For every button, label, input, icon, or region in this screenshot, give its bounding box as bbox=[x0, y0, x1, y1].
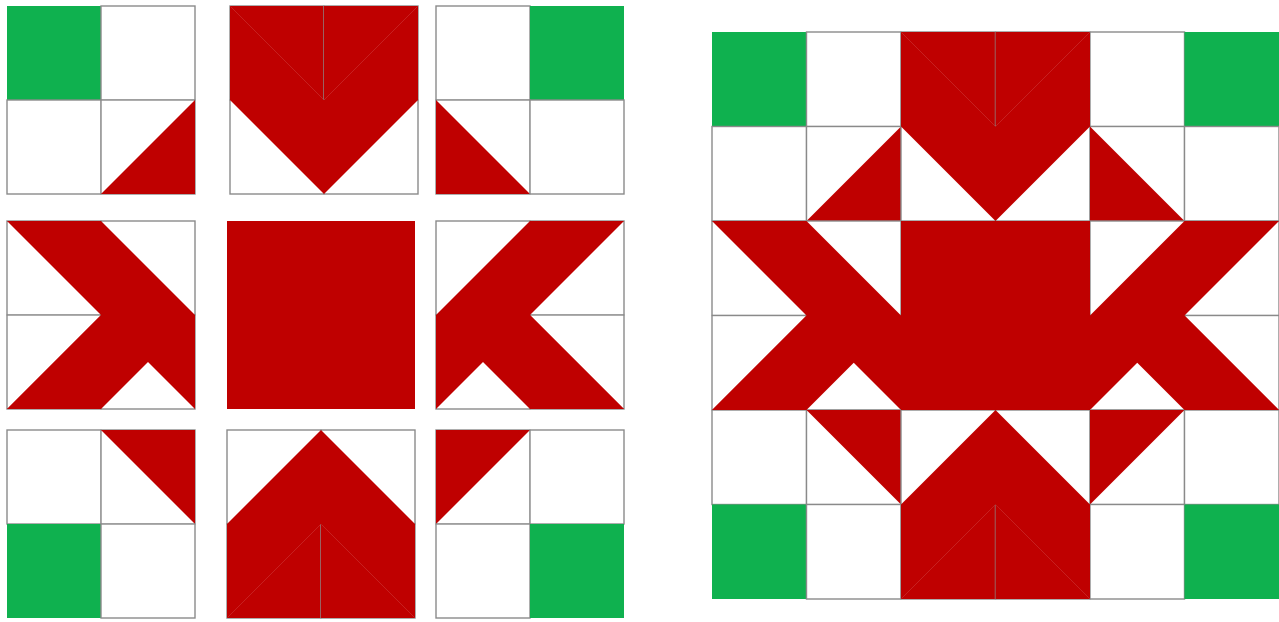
white-square bbox=[1090, 32, 1185, 127]
green-square bbox=[7, 524, 101, 618]
unit-r5-c4 bbox=[1090, 505, 1185, 600]
quad-3 bbox=[101, 100, 195, 194]
quad-0 bbox=[7, 430, 101, 524]
quad-1 bbox=[530, 430, 624, 524]
red-center-square bbox=[901, 221, 1090, 410]
exploded-block-layout bbox=[7, 6, 624, 618]
quad-2 bbox=[436, 524, 530, 618]
unit-r0-c5 bbox=[1185, 32, 1279, 127]
unit-r4-c1 bbox=[807, 410, 902, 505]
quad-3 bbox=[101, 524, 195, 618]
green-square bbox=[530, 524, 624, 618]
block-goose-left bbox=[7, 221, 195, 409]
white-square bbox=[436, 6, 530, 100]
block-goose-bottom bbox=[227, 430, 415, 618]
quad-0 bbox=[7, 6, 101, 100]
block-center-square bbox=[227, 221, 415, 409]
quad-1 bbox=[530, 6, 624, 100]
unit-r1-c5 bbox=[1185, 127, 1279, 222]
green-square bbox=[530, 6, 624, 100]
quad-0 bbox=[436, 6, 530, 100]
white-square bbox=[101, 6, 195, 100]
unit-r5-c0 bbox=[712, 505, 807, 600]
assembled-star-block bbox=[712, 32, 1279, 599]
white-square bbox=[1185, 127, 1279, 222]
white-square bbox=[7, 100, 101, 194]
quad-2 bbox=[7, 100, 101, 194]
white-square bbox=[807, 505, 902, 600]
quad-1 bbox=[101, 6, 195, 100]
unit-r5-c5 bbox=[1185, 505, 1279, 600]
block-corner-top-left bbox=[7, 6, 195, 194]
unit-r4-c5 bbox=[1185, 410, 1279, 505]
white-square bbox=[1090, 505, 1185, 600]
white-square bbox=[807, 32, 902, 127]
white-square bbox=[1185, 410, 1279, 505]
quad-3 bbox=[530, 524, 624, 618]
green-square bbox=[1185, 32, 1279, 127]
green-square bbox=[7, 6, 101, 100]
red-center-square bbox=[227, 221, 415, 409]
unit-r0-c1 bbox=[807, 32, 902, 127]
quad-2 bbox=[7, 524, 101, 618]
green-square bbox=[712, 32, 807, 127]
block-corner-bottom-right bbox=[436, 430, 624, 618]
block-corner-top-right bbox=[436, 6, 624, 194]
unit-r0-c4 bbox=[1090, 32, 1185, 127]
unit-r1-c1 bbox=[807, 127, 902, 222]
green-square bbox=[1185, 505, 1279, 600]
unit-r4-c0 bbox=[712, 410, 807, 505]
white-square bbox=[530, 100, 624, 194]
quad-3 bbox=[530, 100, 624, 194]
unit-r1-c0 bbox=[712, 127, 807, 222]
quad-2 bbox=[436, 100, 530, 194]
unit-r5-c1 bbox=[807, 505, 902, 600]
block-corner-bottom-left bbox=[7, 430, 195, 618]
unit-r1-c4 bbox=[1090, 127, 1185, 222]
white-square bbox=[712, 127, 807, 222]
quad-1 bbox=[101, 430, 195, 524]
white-square bbox=[530, 430, 624, 524]
block-goose-right bbox=[436, 221, 624, 409]
white-square bbox=[101, 524, 195, 618]
white-square bbox=[7, 430, 101, 524]
quad-0 bbox=[436, 430, 530, 524]
white-square bbox=[712, 410, 807, 505]
unit-r4-c4 bbox=[1090, 410, 1185, 505]
unit-r0-c0 bbox=[712, 32, 807, 127]
white-square bbox=[436, 524, 530, 618]
green-square bbox=[712, 505, 807, 600]
block-goose-top bbox=[230, 6, 418, 194]
